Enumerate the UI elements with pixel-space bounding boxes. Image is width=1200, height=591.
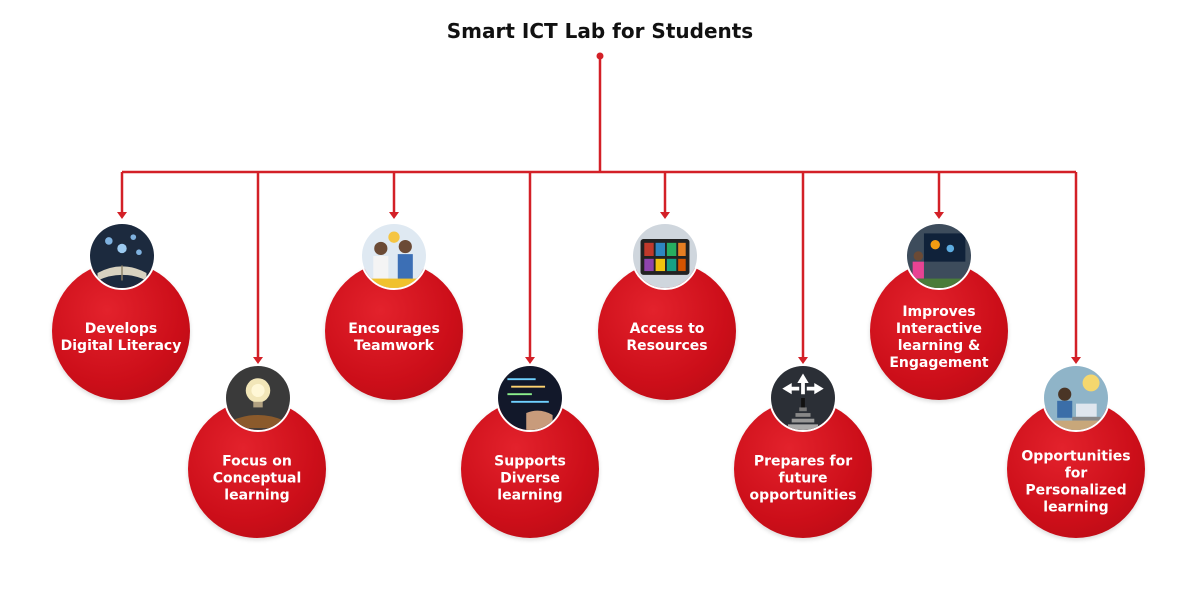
stairs-arrows-icon — [769, 364, 837, 432]
node-label: Encourages Teamwork — [348, 320, 440, 354]
node-label: Improves Interactive learning & Engageme… — [889, 303, 989, 371]
node-label: Prepares for future opportunities — [749, 453, 857, 504]
students-group-icon — [360, 222, 428, 290]
node-label: Access to Resources — [626, 320, 708, 354]
laptop-code-icon — [496, 364, 564, 432]
node-label: Opportunities for Personalized learning — [1021, 448, 1131, 516]
smart-board-icon — [905, 222, 973, 290]
tablet-library-icon — [631, 222, 699, 290]
node-label: Focus on Conceptual learning — [212, 453, 302, 504]
node-digital-literacy: Develops Digital Literacy — [52, 262, 190, 400]
node-label: Develops Digital Literacy — [60, 320, 182, 354]
node-label: Supports Diverse learning — [494, 453, 566, 504]
book-digital-icon — [88, 222, 156, 290]
student-laptop-icon — [1042, 364, 1110, 432]
diagram-title: Smart ICT Lab for Students — [446, 19, 754, 43]
lightbulb-book-icon — [224, 364, 292, 432]
